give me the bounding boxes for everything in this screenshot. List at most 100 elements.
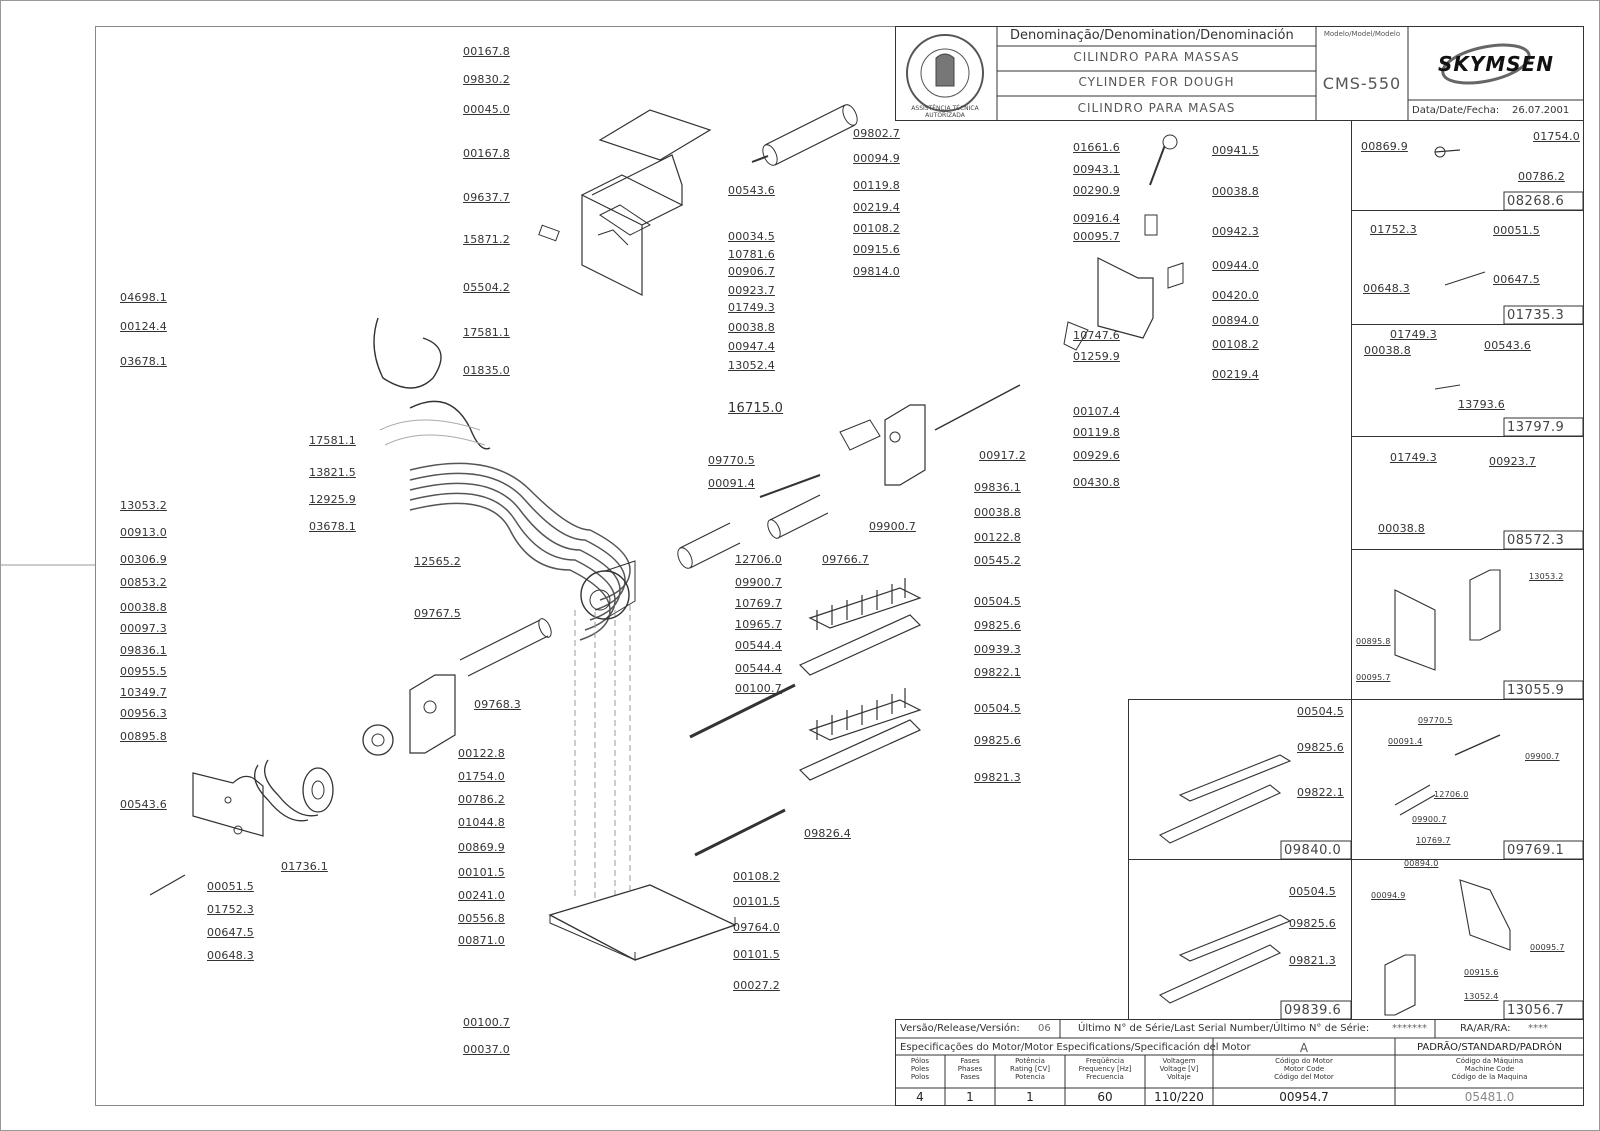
part-callout: 00107.4	[1073, 405, 1120, 418]
part-callout: 00038.8	[974, 506, 1021, 519]
brand-logo: SKYMSEN	[1437, 52, 1555, 76]
part-callout: 00037.0	[463, 1043, 510, 1056]
part-callout: 00034.5	[728, 230, 775, 243]
part-callout: 10747.6	[1073, 329, 1120, 342]
spec-header-3-1: Frequency [Hz]	[1078, 1065, 1132, 1073]
version-value: 06	[1038, 1023, 1051, 1034]
part-callout: 00167.8	[463, 147, 510, 160]
part-callout: 00108.2	[853, 222, 900, 235]
spec-header-6-1: Machine Code	[1464, 1065, 1515, 1073]
part-callout: 00038.8	[728, 321, 775, 334]
part-callout: 12925.9	[309, 493, 356, 506]
spec-header-0-2: Polos	[910, 1073, 930, 1081]
model-number: CMS-550	[1322, 74, 1402, 93]
part-callout: 00430.8	[1073, 476, 1120, 489]
part-callout: 12706.0	[735, 553, 782, 566]
kit-part-callout: 00894.0	[1404, 859, 1439, 868]
motor-spec-label: Especificações do Motor/Motor Especifica…	[900, 1042, 1251, 1053]
part-callout: 00939.3	[974, 643, 1021, 656]
part-callout: 09770.5	[708, 454, 755, 467]
kit-part-callout: 01752.3	[1370, 223, 1417, 236]
spec-header-6-0: Código da Máquina	[1455, 1057, 1524, 1065]
spec-header-1-2: Fases	[960, 1073, 980, 1081]
kit-part-callout: 13793.6	[1458, 398, 1505, 411]
kit-part-callout: 00786.2	[1518, 170, 1565, 183]
part-callout: 09900.7	[869, 520, 916, 533]
name-es: CILINDRO PARA MASAS	[1077, 101, 1236, 115]
part-callout: 00097.3	[120, 622, 167, 635]
part-callout: 00947.4	[728, 340, 775, 353]
kit-code: 09769.1	[1507, 843, 1565, 858]
kit-code: 13797.9	[1507, 420, 1565, 435]
part-callout: 00094.9	[853, 152, 900, 165]
kit-part-callout: 09821.3	[1289, 954, 1336, 967]
part-callout: 17581.1	[309, 434, 356, 447]
kit-code: 01735.3	[1507, 308, 1565, 323]
kit-code: 13055.9	[1507, 683, 1565, 698]
kit-part-callout: 00543.6	[1484, 339, 1531, 352]
part-callout: 00955.5	[120, 665, 167, 678]
part-callout: 00943.1	[1073, 163, 1120, 176]
kit-part-callout: 09900.7	[1525, 752, 1560, 761]
part-callout: 09802.7	[853, 127, 900, 140]
part-callout: 00906.7	[728, 265, 775, 278]
ra-label: RA/AR/RA:	[1460, 1023, 1511, 1034]
part-callout: 09826.4	[804, 827, 851, 840]
part-callout: 03678.1	[309, 520, 356, 533]
part-callout: 00100.7	[463, 1016, 510, 1029]
part-callout: 00915.6	[853, 243, 900, 256]
date-label: Data/Date/Fecha:	[1412, 105, 1500, 116]
version-label: Versão/Release/Versión:	[900, 1023, 1020, 1034]
part-callout: 01749.3	[728, 301, 775, 314]
part-callout: 00869.9	[458, 841, 505, 854]
kit-part-callout: 00648.3	[1363, 282, 1410, 295]
kit-code: 08268.6	[1507, 194, 1565, 209]
spec-value-6: 05481.0	[1464, 1090, 1515, 1104]
part-callout: 16715.0	[728, 401, 784, 416]
part-callout: 00786.2	[458, 793, 505, 806]
part-callout: 00853.2	[120, 576, 167, 589]
part-callout: 09766.7	[822, 553, 869, 566]
part-callout: 00543.6	[120, 798, 167, 811]
part-callout: 15871.2	[463, 233, 510, 246]
kit-part-callout: 00051.5	[1493, 224, 1540, 237]
part-callout: 09637.7	[463, 191, 510, 204]
kit-part-callout: 00504.5	[1289, 885, 1336, 898]
part-callout: 00100.7	[735, 682, 782, 695]
part-callout: 09825.6	[974, 619, 1021, 632]
part-callout: 01661.6	[1073, 141, 1120, 154]
part-callout: 00167.8	[463, 45, 510, 58]
kit-part-callout: 00923.7	[1489, 455, 1536, 468]
part-callout: 00647.5	[207, 926, 254, 939]
part-callout: 00219.4	[1212, 368, 1259, 381]
part-callout: 00556.8	[458, 912, 505, 925]
part-callout: 01044.8	[458, 816, 505, 829]
spec-value-3: 60	[1097, 1090, 1113, 1104]
part-callout: 00306.9	[120, 553, 167, 566]
part-callout: 00045.0	[463, 103, 510, 116]
model-header: Modelo/Model/Modelo	[1323, 30, 1401, 38]
spec-header-2-0: Potência	[1015, 1057, 1045, 1065]
spec-value-4: 110/220	[1154, 1090, 1204, 1104]
kit-part-callout: 00095.7	[1530, 943, 1565, 952]
kit-code: 09839.6	[1284, 1003, 1342, 1018]
spec-header-5-0: Código do Motor	[1275, 1057, 1333, 1065]
part-callout: 00101.5	[733, 948, 780, 961]
spec-header-3-2: Frecuencia	[1086, 1073, 1124, 1081]
part-callout: 01736.1	[281, 860, 328, 873]
part-callout: 01259.9	[1073, 350, 1120, 363]
part-callout: 09825.6	[974, 734, 1021, 747]
part-callout: 00944.0	[1212, 259, 1259, 272]
part-callout: 00504.5	[974, 702, 1021, 715]
kit-part-callout: 13052.4	[1464, 992, 1499, 1001]
kit-code: 13056.7	[1507, 1003, 1565, 1018]
part-callout: 05504.2	[463, 281, 510, 294]
part-callout: 00095.7	[1073, 230, 1120, 243]
kit-part-callout: 00895.8	[1356, 637, 1391, 646]
kit-part-callout: 00869.9	[1361, 140, 1408, 153]
part-callout: 00420.0	[1212, 289, 1259, 302]
spec-header-1-0: Fases	[960, 1057, 980, 1065]
kit-part-callout: 00091.4	[1388, 737, 1423, 746]
name-en: CYLINDER FOR DOUGH	[1078, 75, 1235, 89]
